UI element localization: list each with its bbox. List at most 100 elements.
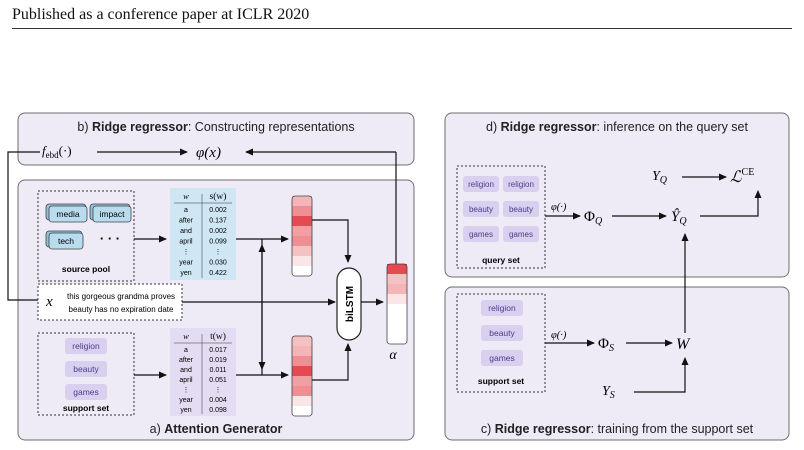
query-pill-label: games <box>469 230 493 239</box>
input-box <box>37 283 183 321</box>
table-t-row-value: 0.051 <box>209 377 227 384</box>
support-set-label-a: support set <box>63 403 109 413</box>
svg-text:beauty: beauty <box>489 328 515 338</box>
heat-bar-bottom <box>291 335 313 417</box>
table-s-row-word: a <box>184 207 188 214</box>
table-t <box>170 328 236 416</box>
heat-cell <box>387 304 407 314</box>
query-pill-bg <box>503 226 539 242</box>
query-pill-label: religion <box>508 180 534 189</box>
heat-cell <box>292 196 312 206</box>
support-c-pill-religion: religion <box>481 300 523 316</box>
table-t-row-word: april <box>179 377 193 384</box>
table-t-col2: t(w) <box>210 331 226 342</box>
w-label: W <box>676 336 691 353</box>
table-t-row-value: 0.004 <box>209 397 227 404</box>
yhat-q-label: ŶQ <box>671 208 687 227</box>
heat-cell <box>292 206 312 216</box>
input-text-line2: beauty has no expiration date <box>69 305 175 314</box>
table-s-row-word: and <box>180 228 192 235</box>
input-text-line1: this gorgeous grandma proves <box>67 292 175 301</box>
svg-text:games: games <box>73 387 99 397</box>
table-t-row-word: and <box>180 367 192 374</box>
phi-dot-query: φ(·) <box>551 202 567 213</box>
heat-cell <box>292 346 312 356</box>
heat-cell <box>387 324 407 334</box>
svg-text:tech: tech <box>58 236 74 246</box>
phi-q-label: ΦQ <box>584 209 603 227</box>
heat-cell <box>292 386 312 396</box>
heat-cell <box>387 334 407 344</box>
panel-a-caption: a) Attention Generator <box>150 422 283 436</box>
panel-b-caption: b) Ridge regressor: Constructing represe… <box>77 120 354 134</box>
heat-cell <box>387 294 407 304</box>
panel-c <box>444 286 790 441</box>
input-x-symbol: x <box>45 294 53 310</box>
y-q-label: YQ <box>652 169 668 186</box>
heat-cell <box>292 396 312 406</box>
heat-cell <box>387 274 407 284</box>
source-pool-label: source pool <box>62 264 110 274</box>
table-s-row-value: 0.137 <box>209 218 227 225</box>
panel-a <box>17 179 415 441</box>
table-s-row-value: 0.002 <box>209 228 227 235</box>
table-t-row-value: 0.019 <box>209 357 227 364</box>
query-pill-label: religion <box>468 180 494 189</box>
support-pill-beauty: beauty <box>65 361 107 377</box>
table-s-row-word: april <box>179 239 193 246</box>
table-t-row-value: 0.017 <box>209 347 227 354</box>
arrow-ys-to-w <box>634 357 689 393</box>
heat-cell <box>292 336 312 346</box>
query-pill-bg <box>503 201 539 217</box>
table-t-row-word: year <box>179 397 193 404</box>
heat-cell <box>292 246 312 256</box>
heat-cell <box>292 236 312 246</box>
heat-bar-outline <box>291 335 313 417</box>
query-pill-bg <box>463 226 499 242</box>
svg-text:impact: impact <box>99 209 125 219</box>
query-pill-bg <box>463 176 499 192</box>
support-pill-games: games <box>65 384 107 400</box>
query-pill-bg <box>503 176 539 192</box>
query-set-label: query set <box>482 255 520 265</box>
svg-text:media: media <box>56 209 79 219</box>
table-s <box>170 188 236 280</box>
table-s-row-value: 0.002 <box>209 207 227 214</box>
heat-cell <box>292 216 312 226</box>
source-pool-ellipsis: · · · <box>100 231 120 246</box>
source-pool-chip-tech: tech <box>45 230 84 250</box>
support-set-box-a <box>37 332 135 416</box>
heat-bar-top <box>291 195 313 277</box>
heat-cell <box>292 376 312 386</box>
table-t-row-word: yen <box>180 407 191 414</box>
heat-cell <box>387 284 407 294</box>
f-ebd-label: febd(·) <box>42 143 72 160</box>
heat-bar-outline <box>386 263 408 345</box>
source-pool-chip-media: media <box>45 203 88 223</box>
heat-cell <box>292 406 312 416</box>
arrow-heat-bottom-to-bilstm <box>312 343 352 381</box>
heat-cell <box>292 256 312 266</box>
phi-dot-support: φ(·) <box>551 330 567 341</box>
arrow-heat-top-to-bilstm <box>312 219 352 263</box>
heat-cell <box>292 226 312 236</box>
support-c-pill-beauty: beauty <box>481 325 523 341</box>
alpha-label: α <box>389 348 397 363</box>
panel-c-caption: c) Ridge regressor: training from the su… <box>481 422 754 436</box>
y-s-label: YS <box>602 384 615 401</box>
alpha-heat-bar <box>386 263 408 345</box>
phi-s-label: ΦS <box>598 336 614 354</box>
table-s-row-word: ⋮ <box>183 249 190 256</box>
support-set-label-c: support set <box>478 376 524 386</box>
table-s-row-word: yen <box>180 270 191 277</box>
heat-cell <box>292 366 312 376</box>
loss-label: ℒCE <box>730 167 754 186</box>
support-pill-religion: religion <box>65 338 107 354</box>
query-pill-bg <box>463 201 499 217</box>
phi-x-label: φ(x) <box>196 145 221 161</box>
table-s-row-value: 0.030 <box>209 260 227 267</box>
table-t-row-word: ⋮ <box>183 387 190 394</box>
